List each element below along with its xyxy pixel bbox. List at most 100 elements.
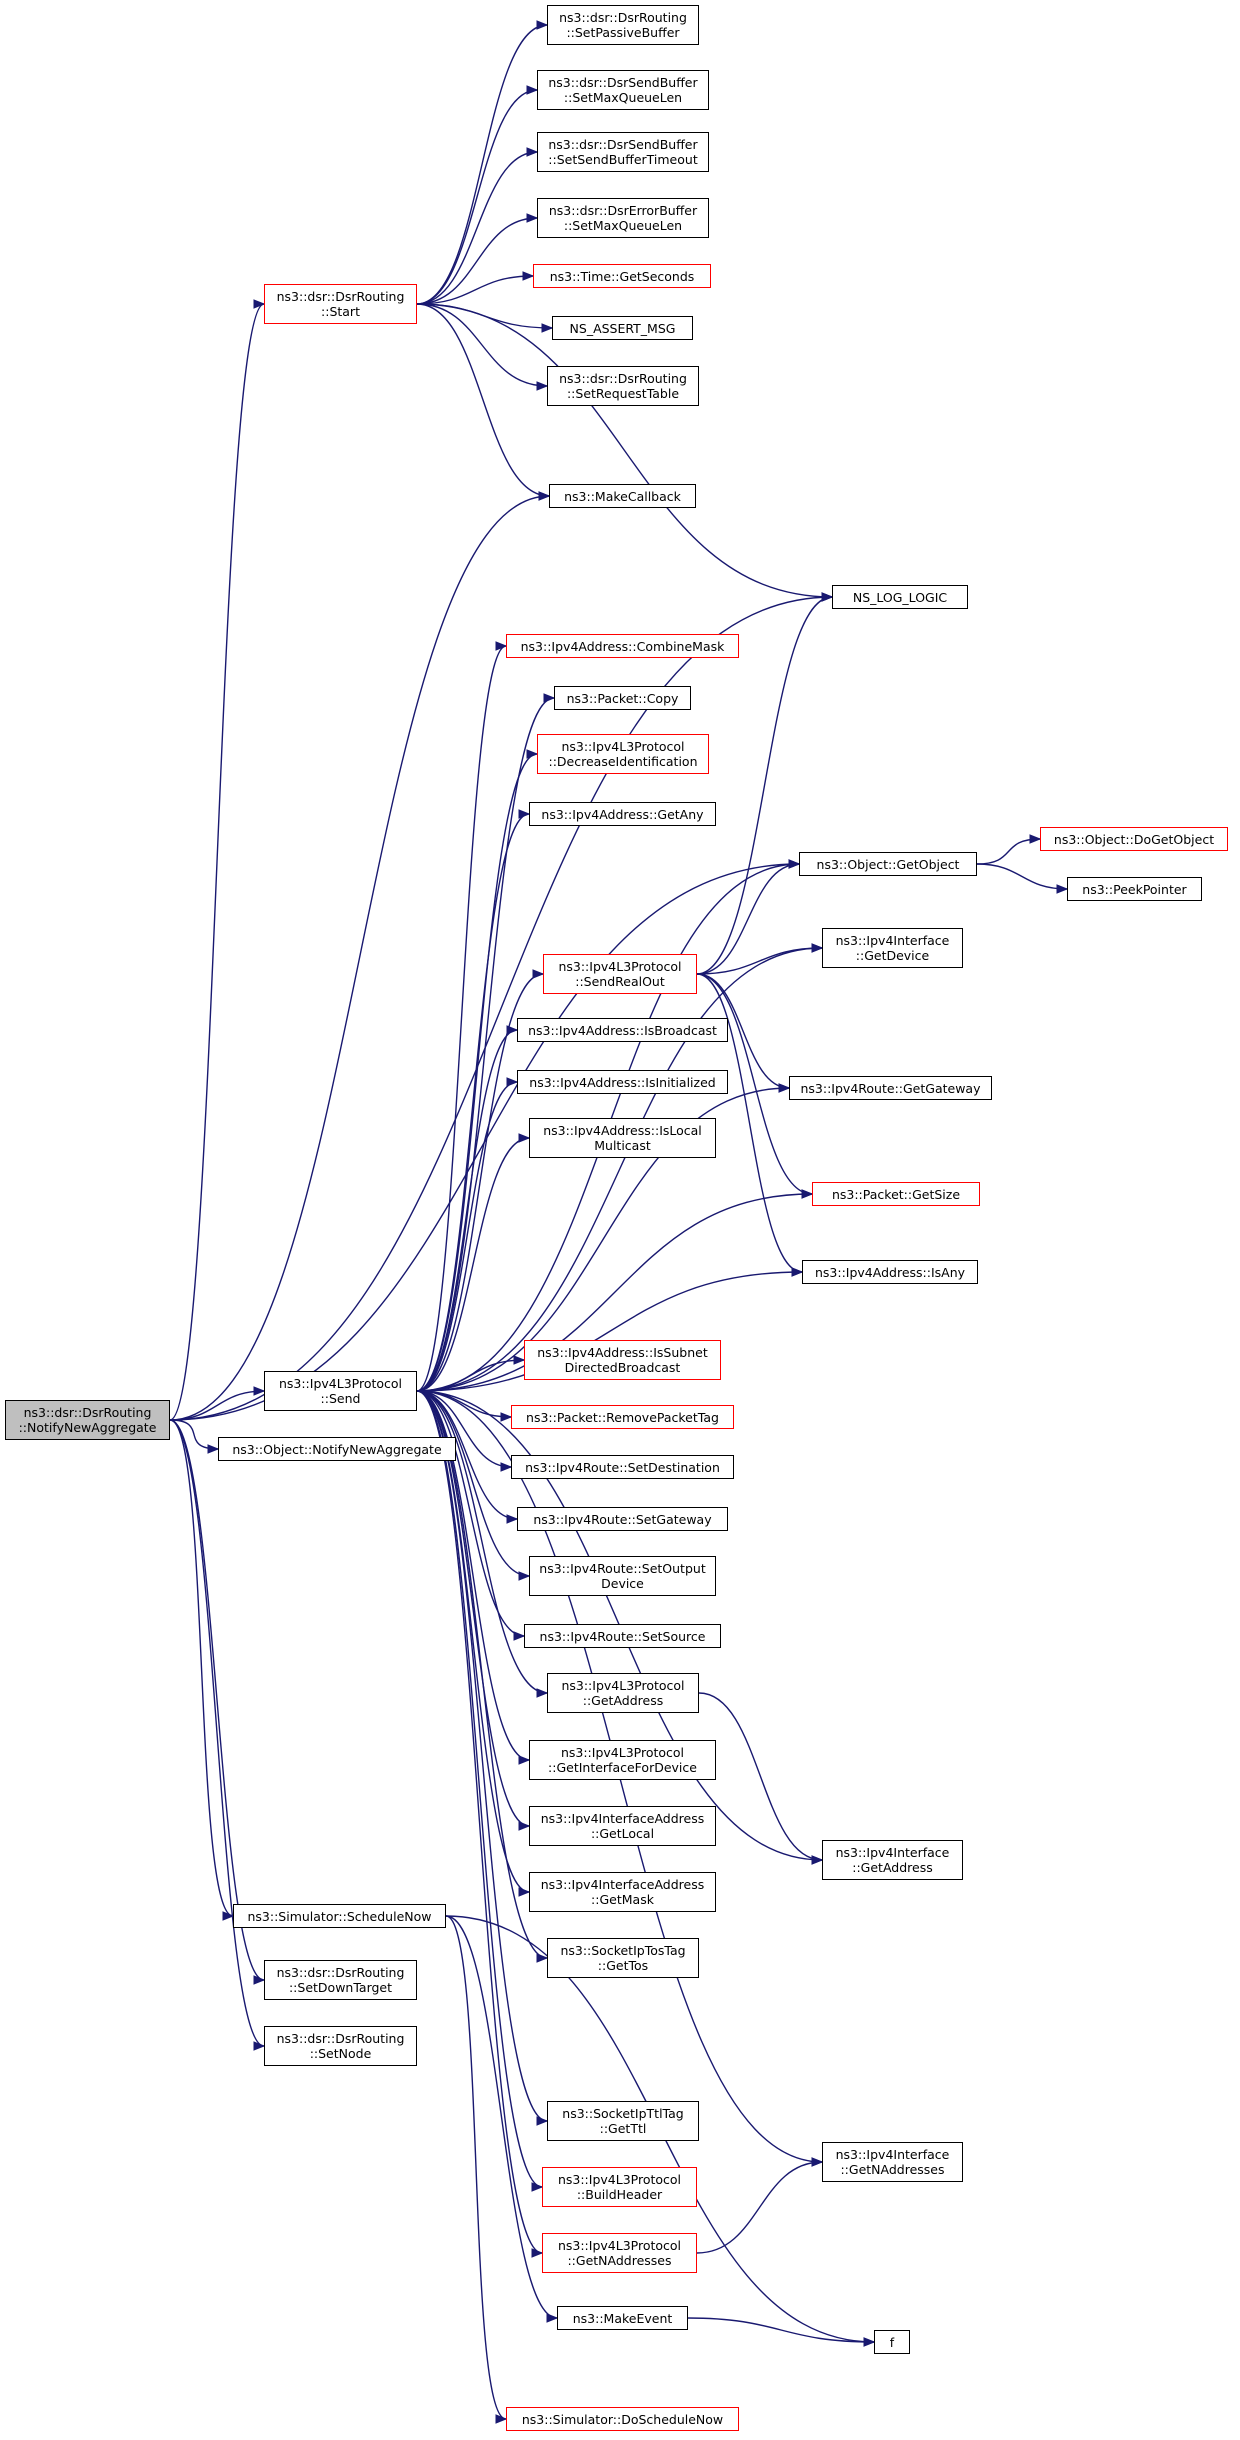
node-send-buf-max-queue-len[interactable]: ns3::dsr::DsrSendBuffer ::SetMaxQueueLen bbox=[537, 70, 709, 110]
edge-arrowhead-13 bbox=[522, 271, 535, 281]
node-set-output-device[interactable]: ns3::Ipv4Route::SetOutput Device bbox=[529, 1556, 716, 1596]
node-set-destination[interactable]: ns3::Ipv4Route::SetDestination bbox=[511, 1455, 734, 1479]
node-ns-log-logic[interactable]: NS_LOG_LOGIC bbox=[832, 585, 968, 609]
node-is-subnet-directed[interactable]: ns3::Ipv4Address::IsSubnet DirectedBroad… bbox=[524, 1340, 721, 1380]
node-get-iface-for-device[interactable]: ns3::Ipv4L3Protocol ::GetInterfaceForDev… bbox=[529, 1740, 716, 1780]
node-send-real-out[interactable]: ns3::Ipv4L3Protocol ::SendRealOut bbox=[543, 954, 697, 994]
node-get-any[interactable]: ns3::Ipv4Address::GetAny bbox=[529, 802, 716, 826]
edge-17 bbox=[416, 303, 833, 598]
edge-34 bbox=[416, 1081, 518, 1392]
edge-8 bbox=[169, 1419, 265, 2047]
node-set-passive-buffer[interactable]: ns3::dsr::DsrRouting ::SetPassiveBuffer bbox=[547, 5, 699, 45]
node-decrease-id[interactable]: ns3::Ipv4L3Protocol ::DecreaseIdentifica… bbox=[537, 734, 709, 774]
node-route-get-gateway[interactable]: ns3::Ipv4Route::GetGateway bbox=[789, 1076, 992, 1100]
edge-arrowhead-45 bbox=[536, 1688, 549, 1698]
edge-7 bbox=[169, 1419, 265, 1981]
edge-15 bbox=[416, 303, 548, 387]
edge-arrowhead-32 bbox=[532, 969, 545, 979]
node-schedule-now[interactable]: ns3::Simulator::ScheduleNow bbox=[233, 1904, 446, 1928]
edge-5 bbox=[169, 1419, 219, 1450]
edge-59 bbox=[445, 1915, 507, 2420]
edge-arrowhead-11 bbox=[526, 147, 539, 157]
edge-20 bbox=[696, 596, 833, 975]
edge-4 bbox=[169, 1390, 265, 1421]
node-iface-get-address[interactable]: ns3::Ipv4Interface ::GetAddress bbox=[822, 1840, 963, 1880]
edge-arrowhead-42 bbox=[506, 1514, 519, 1524]
node-send-buf-timeout[interactable]: ns3::dsr::DsrSendBuffer ::SetSendBufferT… bbox=[537, 132, 709, 172]
node-iface-addr-get-local[interactable]: ns3::Ipv4InterfaceAddress ::GetLocal bbox=[529, 1806, 716, 1846]
edge-arrowhead-5 bbox=[207, 1444, 220, 1454]
edge-arrowhead-57 bbox=[546, 2313, 559, 2323]
edge-arrowhead-20 bbox=[821, 592, 834, 602]
edge-arrowhead-56 bbox=[811, 2157, 824, 2167]
edge-12 bbox=[416, 217, 538, 305]
edge-39 bbox=[416, 1359, 525, 1392]
node-iface-get-device[interactable]: ns3::Ipv4Interface ::GetDevice bbox=[822, 928, 963, 968]
node-send[interactable]: ns3::Ipv4L3Protocol ::Send bbox=[264, 1371, 417, 1411]
edge-arrowhead-35 bbox=[518, 1133, 531, 1143]
node-get-object[interactable]: ns3::Object::GetObject bbox=[799, 852, 977, 876]
node-make-callback[interactable]: ns3::MakeCallback bbox=[549, 484, 696, 508]
edge-26 bbox=[416, 645, 507, 1392]
edge-24 bbox=[696, 973, 813, 1195]
node-set-source[interactable]: ns3::Ipv4Route::SetSource bbox=[524, 1624, 721, 1648]
edge-arrowhead-59 bbox=[495, 2414, 508, 2424]
edge-18 bbox=[976, 838, 1041, 865]
node-is-initialized[interactable]: ns3::Ipv4Address::IsInitialized bbox=[517, 1070, 728, 1094]
node-build-header[interactable]: ns3::Ipv4L3Protocol ::BuildHeader bbox=[542, 2167, 697, 2207]
node-l3-get-address[interactable]: ns3::Ipv4L3Protocol ::GetAddress bbox=[547, 1673, 699, 1713]
edge-arrowhead-48 bbox=[518, 1887, 531, 1897]
edge-19 bbox=[976, 863, 1068, 890]
edge-11 bbox=[416, 151, 538, 305]
edge-arrowhead-44 bbox=[513, 1631, 526, 1641]
edge-35 bbox=[416, 1137, 530, 1392]
node-get-ttl[interactable]: ns3::SocketIpTtlTag ::GetTtl bbox=[547, 2101, 699, 2141]
edge-arrowhead-41 bbox=[500, 1462, 513, 1472]
edge-arrowhead-30 bbox=[788, 859, 801, 869]
node-is-local-multicast[interactable]: ns3::Ipv4Address::IsLocal Multicast bbox=[529, 1118, 716, 1158]
edge-29 bbox=[416, 813, 530, 1392]
edge-arrowhead-14 bbox=[541, 323, 554, 333]
node-is-broadcast[interactable]: ns3::Ipv4Address::IsBroadcast bbox=[517, 1018, 728, 1042]
node-packet-get-size[interactable]: ns3::Packet::GetSize bbox=[812, 1182, 980, 1206]
node-peek-pointer[interactable]: ns3::PeekPointer bbox=[1067, 877, 1202, 901]
node-set-request-table[interactable]: ns3::dsr::DsrRouting ::SetRequestTable bbox=[547, 366, 699, 406]
node-obj-notify-new-aggregate[interactable]: ns3::Object::NotifyNewAggregate bbox=[218, 1437, 456, 1461]
edge-arrowhead-36 bbox=[778, 1083, 791, 1093]
edge-arrowhead-0 bbox=[253, 299, 266, 309]
node-set-node[interactable]: ns3::dsr::DsrRouting ::SetNode bbox=[264, 2026, 417, 2066]
edge-56 bbox=[696, 2161, 823, 2254]
node-time-get-seconds[interactable]: ns3::Time::GetSeconds bbox=[533, 264, 711, 288]
node-do-get-object[interactable]: ns3::Object::DoGetObject bbox=[1040, 827, 1228, 851]
node-l3-get-n-addresses[interactable]: ns3::Ipv4L3Protocol ::GetNAddresses bbox=[542, 2233, 697, 2273]
edge-46 bbox=[416, 1390, 530, 1761]
node-is-any[interactable]: ns3::Ipv4Address::IsAny bbox=[802, 1260, 978, 1284]
edge-arrowhead-38 bbox=[791, 1267, 804, 1277]
edge-1 bbox=[169, 495, 550, 1421]
node-packet-copy[interactable]: ns3::Packet::Copy bbox=[554, 686, 691, 710]
edge-arrowhead-16 bbox=[538, 491, 551, 501]
node-do-schedule-now[interactable]: ns3::Simulator::DoScheduleNow bbox=[506, 2407, 739, 2431]
node-err-buf-max-queue-len[interactable]: ns3::dsr::DsrErrorBuffer ::SetMaxQueueLe… bbox=[537, 198, 709, 238]
edge-55 bbox=[698, 1692, 823, 1861]
node-make-event[interactable]: ns3::MakeEvent bbox=[557, 2306, 688, 2330]
edge-arrowhead-52 bbox=[531, 2248, 544, 2258]
node-root[interactable]: ns3::dsr::DsrRouting ::NotifyNewAggregat… bbox=[5, 1400, 170, 1440]
edge-arrowhead-60 bbox=[863, 2337, 876, 2347]
node-remove-packet-tag[interactable]: ns3::Packet::RemovePacketTag bbox=[511, 1405, 734, 1429]
node-set-gateway[interactable]: ns3::Ipv4Route::SetGateway bbox=[517, 1507, 728, 1531]
node-start[interactable]: ns3::dsr::DsrRouting ::Start bbox=[264, 284, 417, 324]
edge-45 bbox=[416, 1390, 548, 1694]
node-combine-mask[interactable]: ns3::Ipv4Address::CombineMask bbox=[506, 634, 739, 658]
node-set-down-target[interactable]: ns3::dsr::DsrRouting ::SetDownTarget bbox=[264, 1960, 417, 2000]
node-ns-assert-msg[interactable]: NS_ASSERT_MSG bbox=[552, 316, 693, 340]
node-iface-get-n-addresses[interactable]: ns3::Ipv4Interface ::GetNAddresses bbox=[822, 2142, 963, 2182]
edge-44 bbox=[416, 1390, 525, 1637]
node-f[interactable]: f bbox=[874, 2330, 910, 2354]
edge-arrowhead-40 bbox=[500, 1412, 513, 1422]
edge-arrowhead-31 bbox=[811, 943, 824, 953]
node-iface-addr-get-mask[interactable]: ns3::Ipv4InterfaceAddress ::GetMask bbox=[529, 1872, 716, 1912]
node-get-tos[interactable]: ns3::SocketIpTosTag ::GetTos bbox=[547, 1938, 699, 1978]
